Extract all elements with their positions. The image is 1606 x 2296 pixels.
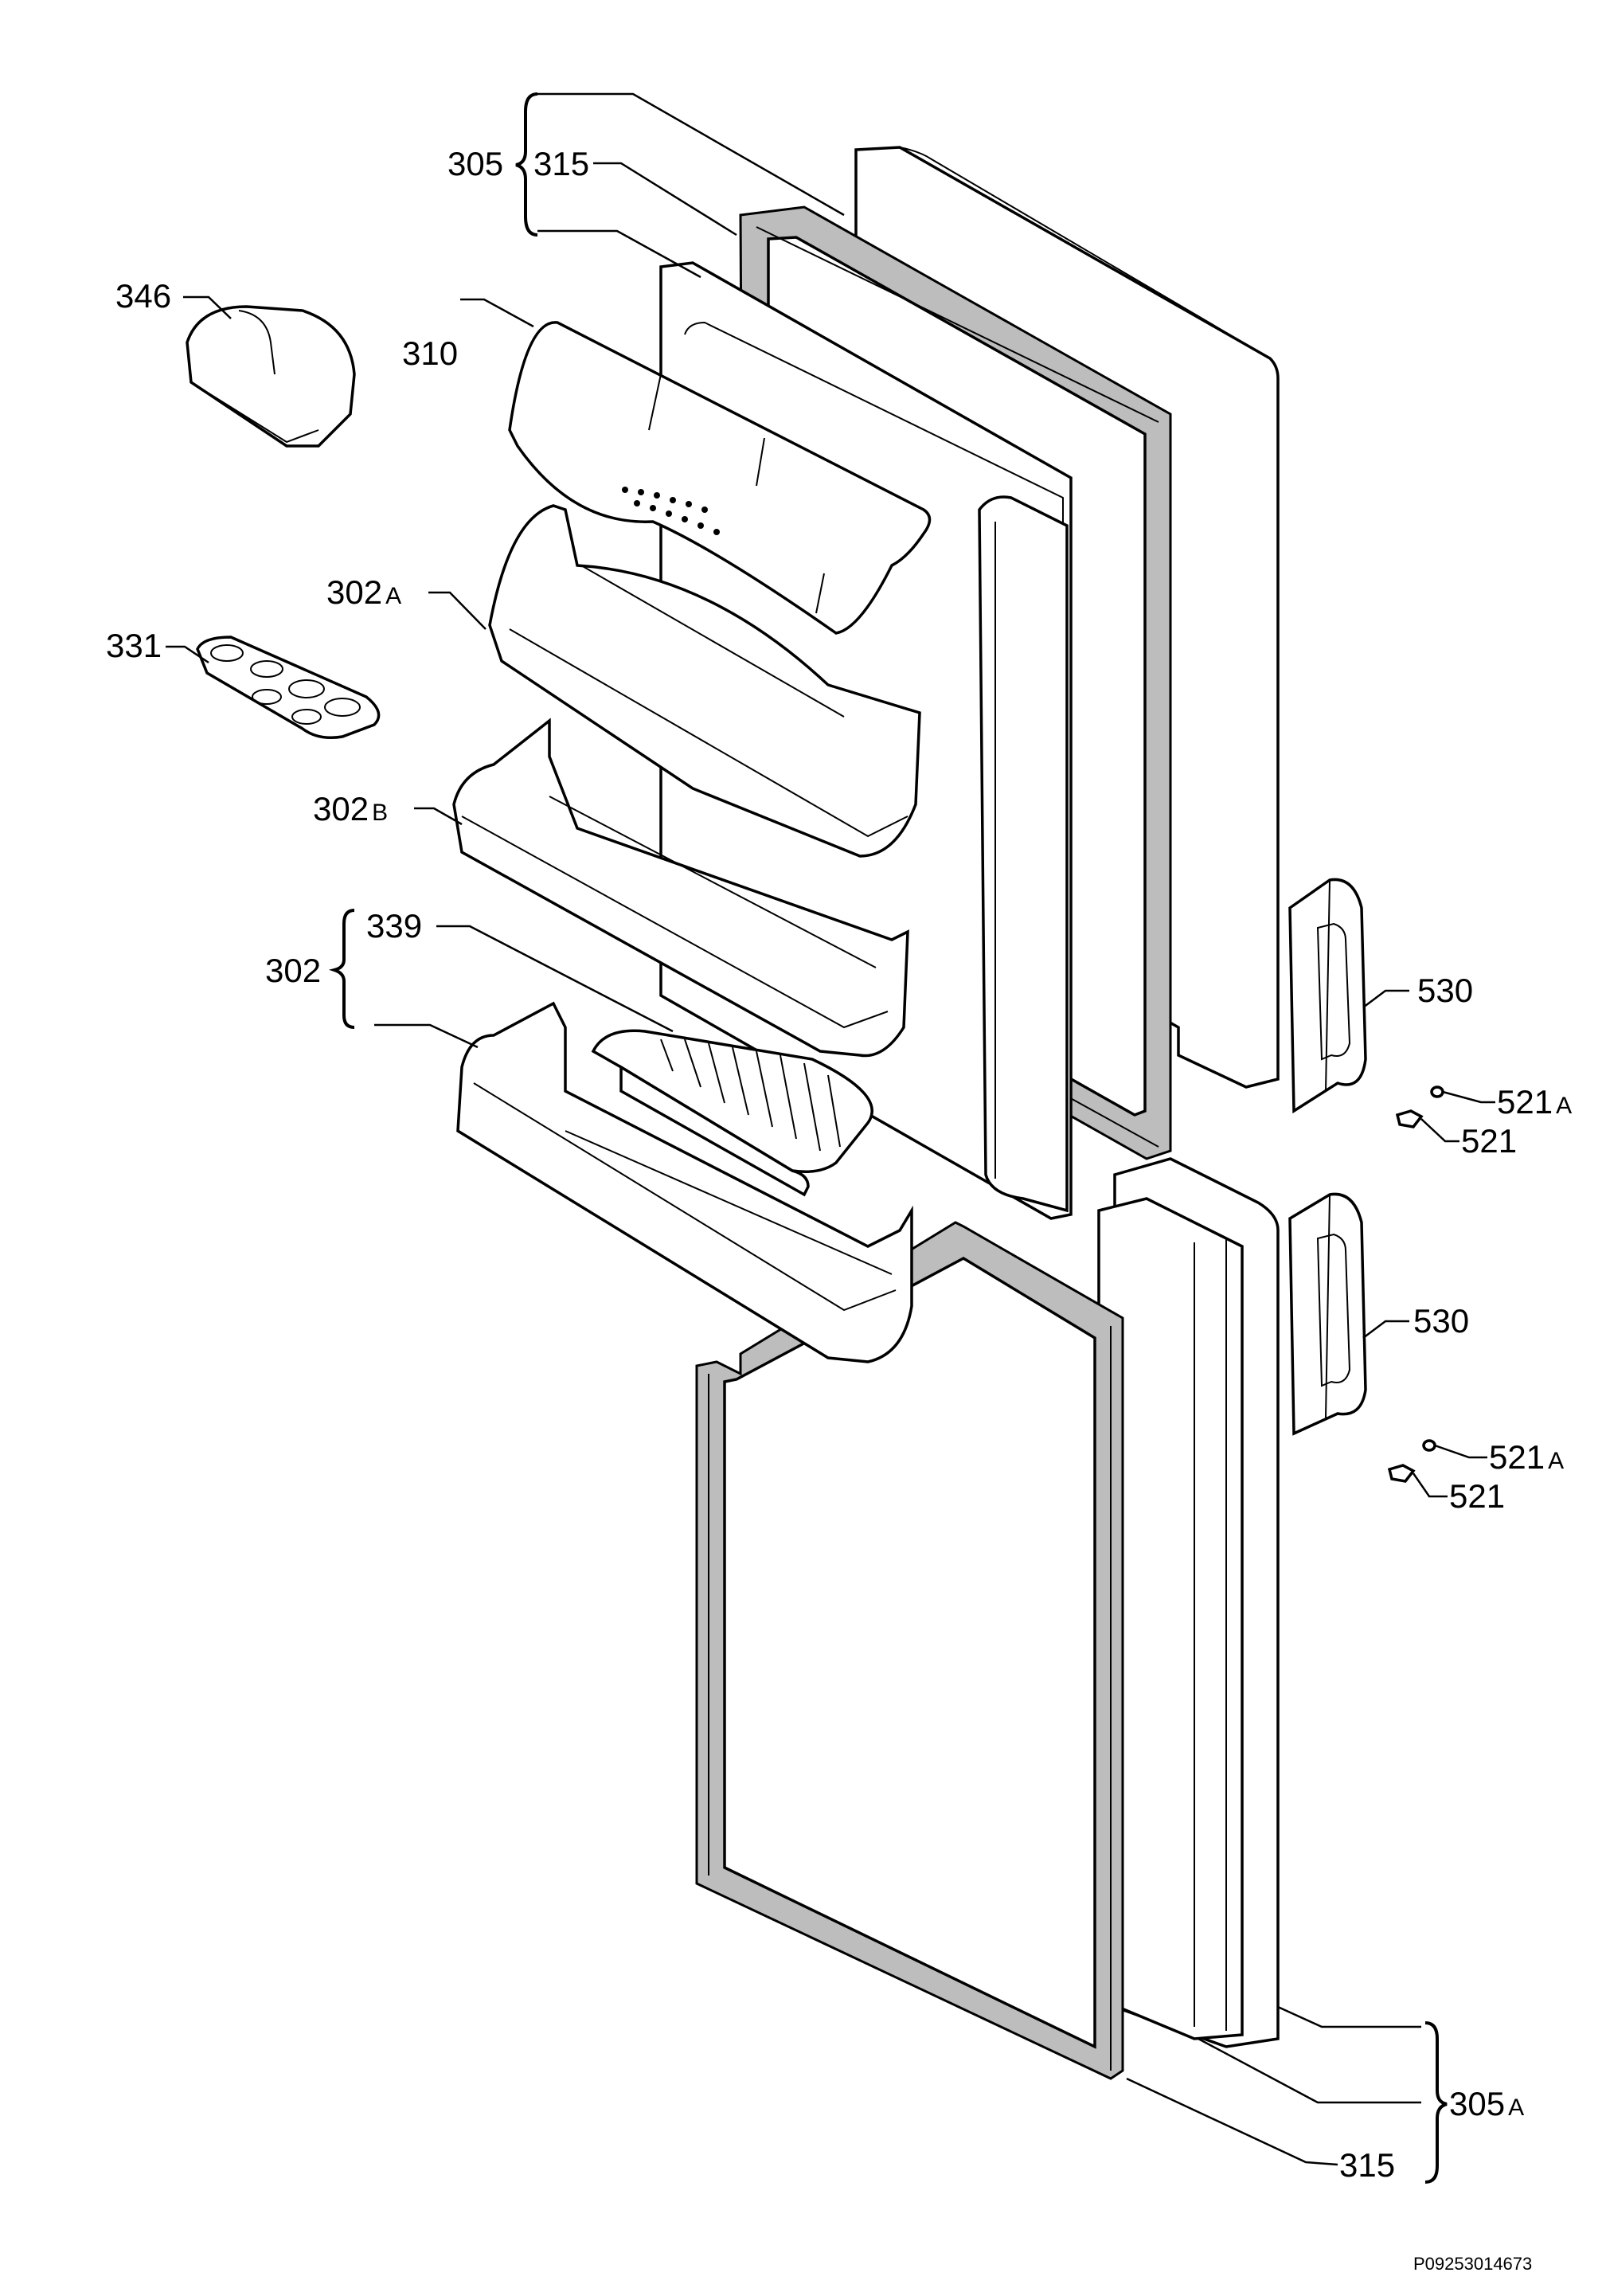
egg-tray-cover-310 <box>508 321 932 635</box>
door-shelf-302b <box>452 718 909 1058</box>
drawing-code: P09253014673 <box>1413 2254 1532 2274</box>
label-302: 302 <box>265 952 321 989</box>
dairy-cover-346 <box>186 305 356 448</box>
leader-lines <box>166 92 1495 2184</box>
label-331: 331 <box>106 627 162 664</box>
label-310: 310 <box>402 334 458 372</box>
label-305-top: 305 <box>447 145 503 182</box>
handle-upper-530 <box>1288 878 1367 1114</box>
bottle-holder-339 <box>591 1029 873 1197</box>
door-shelf-302 <box>456 1001 913 1363</box>
label-346: 346 <box>115 277 171 315</box>
label-315-bottom: 315 <box>1339 2146 1395 2184</box>
label-521-top: 521 <box>1461 1122 1517 1160</box>
label-339: 339 <box>366 907 422 945</box>
label-315-top: 315 <box>533 145 589 182</box>
handle-lower-530 <box>1288 1192 1367 1436</box>
label-530-bottom: 530 <box>1413 1302 1469 1340</box>
lower-door-panel <box>1097 1157 1280 2048</box>
label-530-top: 530 <box>1417 972 1473 1009</box>
door-shelf-302a <box>488 504 921 858</box>
egg-tray-331 <box>196 636 381 739</box>
screw-parts <box>1387 1085 1444 1483</box>
lower-door-gasket <box>695 1221 1124 2080</box>
label-521-bottom: 521 <box>1449 1477 1505 1515</box>
